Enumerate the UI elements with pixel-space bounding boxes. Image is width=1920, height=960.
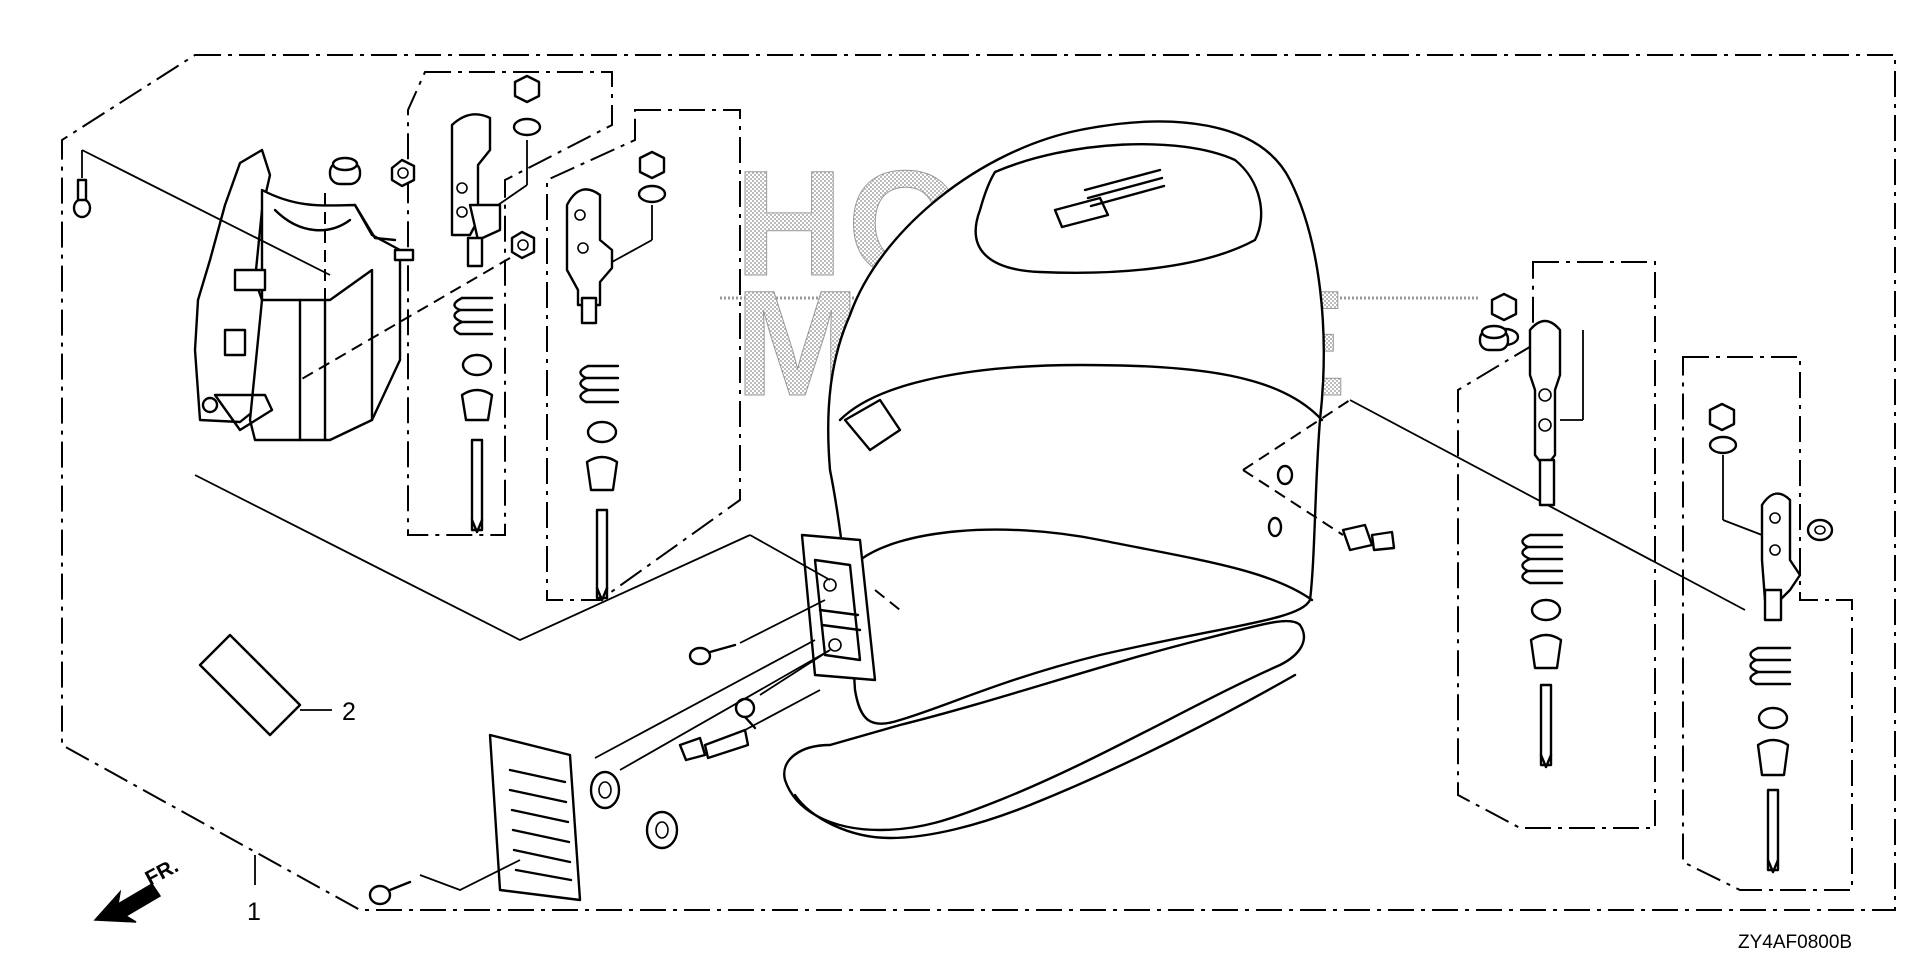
grommet-front-2 (645, 810, 679, 850)
kit-boundary (61, 54, 1896, 911)
latch-box-4 (1682, 356, 1853, 891)
screw-front-1 (688, 643, 737, 666)
grommet-right-bottom (1806, 518, 1834, 542)
nut-mid-top (510, 230, 536, 260)
side-screw (1341, 523, 1396, 552)
grommet-right-top (1478, 324, 1510, 352)
front-direction-arrow: FR. (93, 854, 183, 923)
latch-assembly-2 (565, 150, 667, 602)
grommet-front-1 (589, 770, 621, 810)
front-direction-label: FR. (142, 854, 183, 890)
cover-seal (783, 619, 1306, 840)
latch-assembly-1 (450, 74, 542, 534)
callout-1: 1 (247, 898, 261, 926)
callout-2: 2 (342, 698, 356, 726)
latch-box-2 (546, 109, 741, 601)
latch-assembly-4 (1708, 402, 1802, 874)
cover-front-bracket (800, 533, 877, 682)
diagram-code: ZY4AF0800B (1738, 932, 1852, 953)
vent-grille (488, 733, 582, 902)
nut-top-left (390, 158, 416, 188)
decal (198, 633, 302, 737)
latch-assembly-3 (1490, 292, 1564, 769)
lower-cover-bracket (193, 148, 415, 442)
screw-top-left (72, 178, 92, 219)
screw-grille (368, 880, 412, 906)
latch-box-3 (1457, 261, 1656, 829)
grommet-top-left (328, 156, 362, 186)
